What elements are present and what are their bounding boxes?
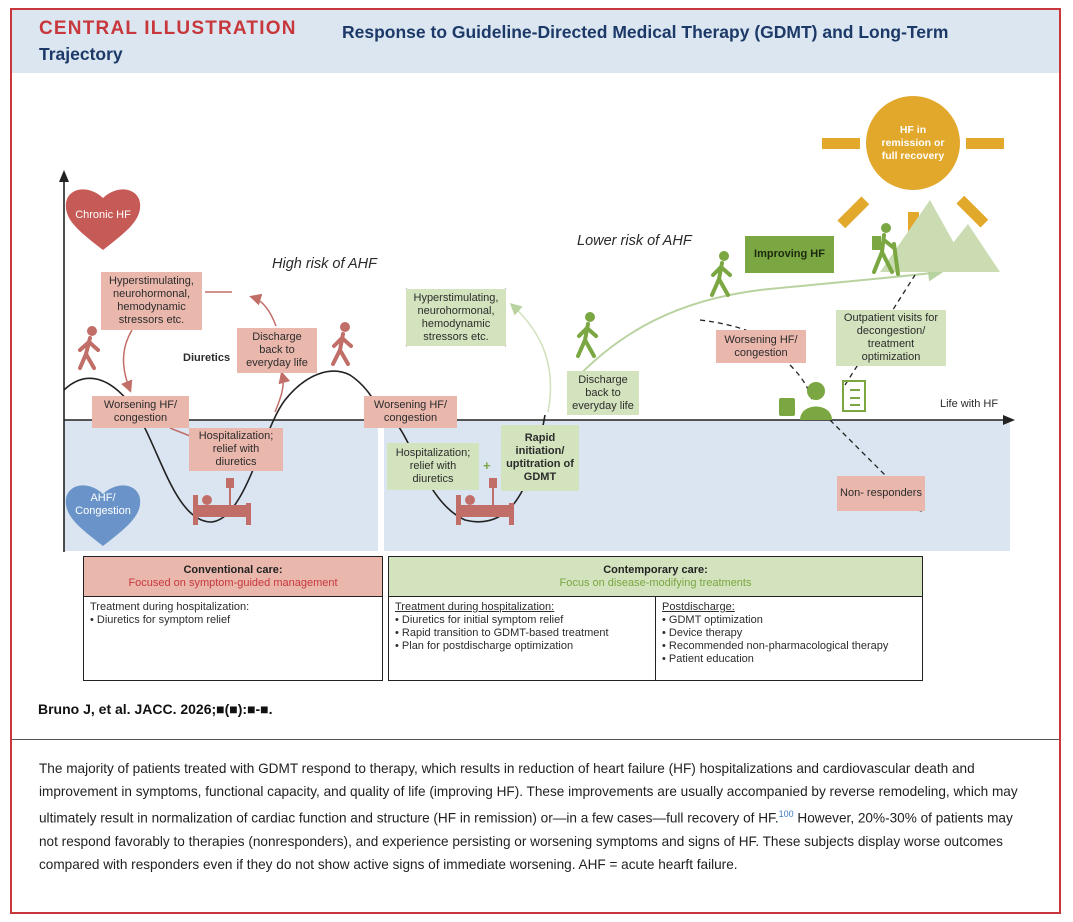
contemporary-post-item: • Patient education — [662, 653, 754, 665]
stressors-blocked-box: Hyperstimulating, neurohormonal, hemodyn… — [406, 289, 506, 346]
caption-text-2: However, 20%-30% of patients may not res… — [39, 810, 1013, 873]
walking-person-icon — [710, 251, 732, 297]
contemporary-post-item: • Device therapy — [662, 627, 743, 639]
contemporary-hosp-details: Treatment during hospitalization: • Diur… — [388, 597, 656, 681]
rapid-gdmt-box: Rapid initiation/ uptitration of GDMT — [501, 425, 579, 491]
contemporary-post-details: Postdischarge: • GDMT optimization • Dev… — [655, 597, 923, 681]
contemporary-hosp-item: • Diuretics for initial symptom relief — [395, 614, 564, 626]
contemporary-header: Contemporary care: Focus on disease-modi… — [388, 556, 923, 597]
hospital-bed-icon — [456, 478, 514, 525]
life-axis-arrow — [1003, 415, 1015, 425]
lower-risk-label: Lower risk of AHF — [577, 233, 692, 249]
contemporary-hosp-item: • Rapid transition to GDMT-based treatme… — [395, 627, 609, 639]
cycle-arrow-return — [249, 293, 277, 327]
conventional-item: • Diuretics for symptom relief — [90, 614, 231, 626]
contemporary-post-item: • GDMT optimization — [662, 614, 763, 626]
figure-header: Response to Guideline-Directed Medical T… — [12, 10, 1059, 73]
hospitalization-box-2: Hospitalization; relief with diuretics — [387, 443, 479, 490]
citation: Bruno J, et al. JACC. 2026;■(■):■-■. — [38, 701, 273, 717]
caption-reference[interactable]: 100 — [778, 809, 794, 820]
walking-person-icon — [78, 326, 100, 370]
figure-caption: The majority of patients treated with GD… — [39, 757, 1034, 877]
high-risk-label: High risk of AHF — [272, 256, 378, 272]
medication-icon — [779, 398, 795, 416]
contemporary-hosp-item: • Plan for postdischarge optimization — [395, 640, 574, 652]
discharge-box-1: Discharge back to everyday life — [237, 328, 317, 373]
conventional-header: Conventional care: Focused on symptom-gu… — [83, 556, 383, 597]
walking-person-icon — [331, 322, 353, 366]
contemporary-title: Contemporary care: — [603, 563, 708, 576]
walking-person-icon — [576, 312, 598, 358]
ahf-label: AHF/ Congestion — [75, 492, 131, 517]
hospitalization-box-1: Hospitalization; relief with diuretics — [189, 428, 283, 471]
patient-icon — [800, 382, 832, 420]
improving-trajectory — [569, 265, 944, 386]
ahf-heart — [65, 485, 141, 546]
stressors-box: Hyperstimulating, neurohormonal, hemodyn… — [101, 272, 202, 330]
contemporary-post-item: • Recommended non-pharmacological therap… — [662, 640, 889, 652]
conventional-heading: Treatment during hospitalization: — [90, 601, 250, 613]
improving-hf-box: Improving HF — [745, 236, 834, 273]
caption-divider — [12, 739, 1059, 740]
cycle-arrow-down — [121, 329, 133, 393]
worsening-box-2: Worsening HF/ congestion — [364, 396, 457, 428]
conventional-title: Conventional care: — [183, 563, 283, 576]
cycle-arrow-discharge — [274, 371, 291, 413]
contemporary-post-heading: Postdischarge: — [662, 601, 735, 613]
dashed-to-worsening — [699, 319, 791, 356]
contemporary-subtitle: Focus on disease-modifying treatments — [559, 576, 752, 589]
caption-text: The majority of patients treated with GD… — [39, 761, 1018, 826]
central-illustration-tag: CENTRAL ILLUSTRATION — [39, 18, 297, 39]
contemporary-hosp-heading: Treatment during hospitalization: — [395, 601, 555, 613]
outpatient-box: Outpatient visits for decongestion/ trea… — [836, 310, 946, 366]
dashed-to-nonresponders — [829, 419, 922, 512]
sun-icon — [822, 96, 1004, 244]
conventional-details: Treatment during hospitalization: • Diur… — [83, 597, 383, 681]
discharge-box-2: Discharge back to everyday life — [567, 371, 639, 415]
worsening-box-1: Worsening HF/ congestion — [92, 396, 189, 428]
nonresponders-box: Non- responders — [837, 476, 925, 511]
life-with-hf-label: Life with HF — [940, 398, 999, 410]
hiker-icon — [872, 223, 900, 276]
figure-title: Response to Guideline-Directed Medical T… — [39, 22, 949, 64]
chronic-hf-heart — [65, 189, 141, 250]
mountain-icon — [880, 200, 1000, 272]
diuretics-label: Diuretics — [183, 352, 231, 364]
conventional-subtitle: Focused on symptom-guided management — [128, 576, 338, 589]
y-axis-arrow — [59, 170, 69, 182]
chronic-hf-label: Chronic HF — [75, 209, 131, 221]
remission-label: HF in remission or full recovery — [881, 124, 945, 162]
checklist-icon — [842, 380, 866, 412]
figure-frame — [10, 8, 1061, 914]
stressor-blocked-arrow — [509, 302, 552, 413]
hospital-bed-icon — [193, 478, 251, 525]
plus-sign: + — [483, 458, 491, 473]
worsening-box-3: Worsening HF/ congestion — [716, 330, 806, 363]
